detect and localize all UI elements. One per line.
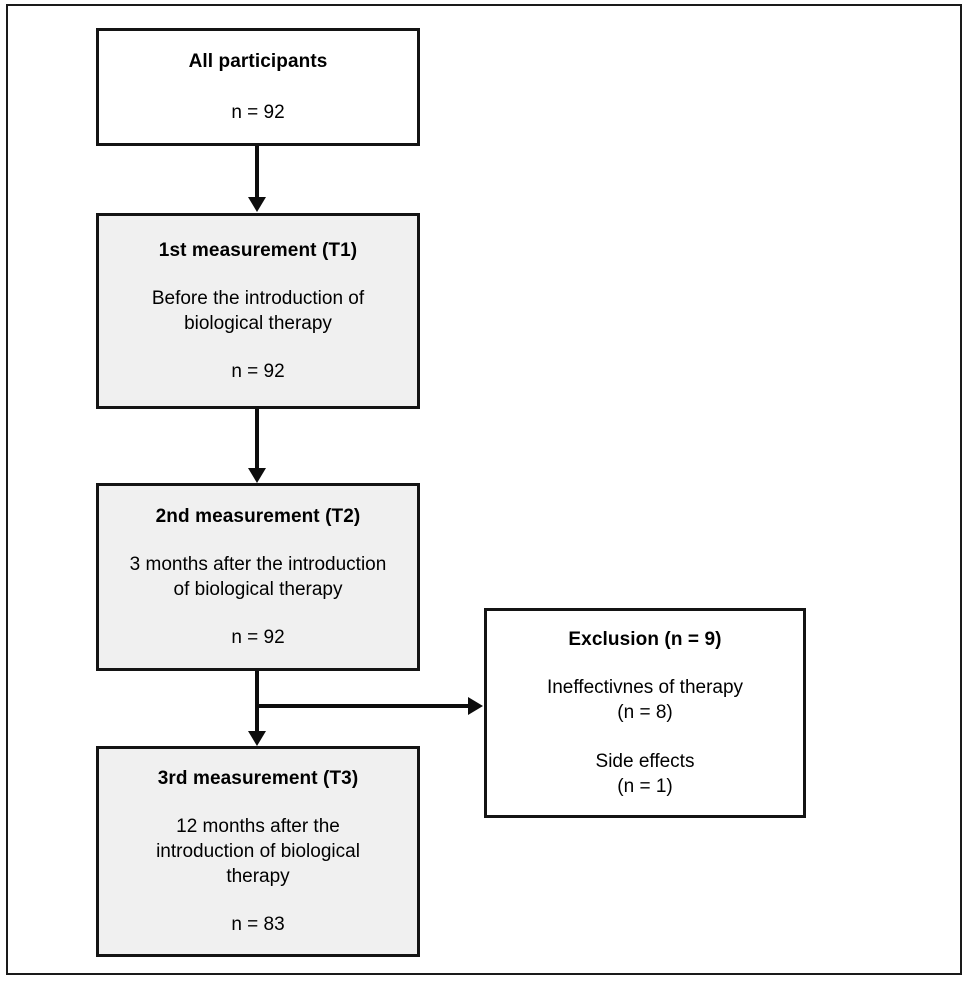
node-all-participants-title: All participants	[188, 51, 328, 72]
arrowhead-participants-to-t1	[248, 197, 266, 212]
node-exclusion-reason2-count: (n = 1)	[617, 775, 673, 797]
arrowhead-t2-to-t3	[248, 731, 266, 746]
node-t2: 2nd measurement (T2) 3 months after the …	[96, 483, 420, 671]
connector-t2-to-t3	[255, 671, 259, 732]
node-exclusion-title: Exclusion (n = 9)	[568, 628, 722, 650]
node-t2-body-line1: 3 months after the introduction	[129, 554, 387, 575]
node-exclusion-reason1-label: Ineffectivnes of therapy	[546, 676, 744, 698]
node-t1-title: 1st measurement (T1)	[158, 240, 358, 261]
node-all-participants: All participants n = 92	[96, 28, 420, 146]
node-t2-title: 2nd measurement (T2)	[155, 506, 361, 527]
arrowhead-t1-to-t2	[248, 468, 266, 483]
node-t3-body-line1: 12 months after the	[176, 816, 340, 837]
node-t1-count: n = 92	[231, 361, 285, 382]
node-t3-count: n = 83	[231, 914, 285, 935]
node-t3-body-line2: introduction of biological	[156, 841, 360, 862]
arrowhead-t2-to-exclusion	[468, 697, 483, 715]
node-t1-body-line2: biological therapy	[184, 313, 332, 334]
connector-participants-to-t1	[255, 146, 259, 198]
node-t2-body-line2: of biological therapy	[173, 579, 343, 600]
node-t3-body-line3: therapy	[226, 866, 290, 887]
connector-t1-to-t2	[255, 409, 259, 469]
node-t1-body-line1: Before the introduction of	[151, 288, 365, 309]
node-all-participants-count: n = 92	[231, 102, 285, 123]
node-exclusion-reason2-label: Side effects	[595, 750, 695, 772]
node-t2-count: n = 92	[231, 627, 285, 648]
node-t3-title: 3rd measurement (T3)	[157, 768, 359, 789]
node-exclusion-reason1-count: (n = 8)	[617, 701, 673, 723]
connector-t2-to-exclusion	[255, 704, 469, 708]
node-t1: 1st measurement (T1) Before the introduc…	[96, 213, 420, 409]
node-t3: 3rd measurement (T3) 12 months after the…	[96, 746, 420, 957]
node-exclusion: Exclusion (n = 9) Ineffectivnes of thera…	[484, 608, 806, 818]
